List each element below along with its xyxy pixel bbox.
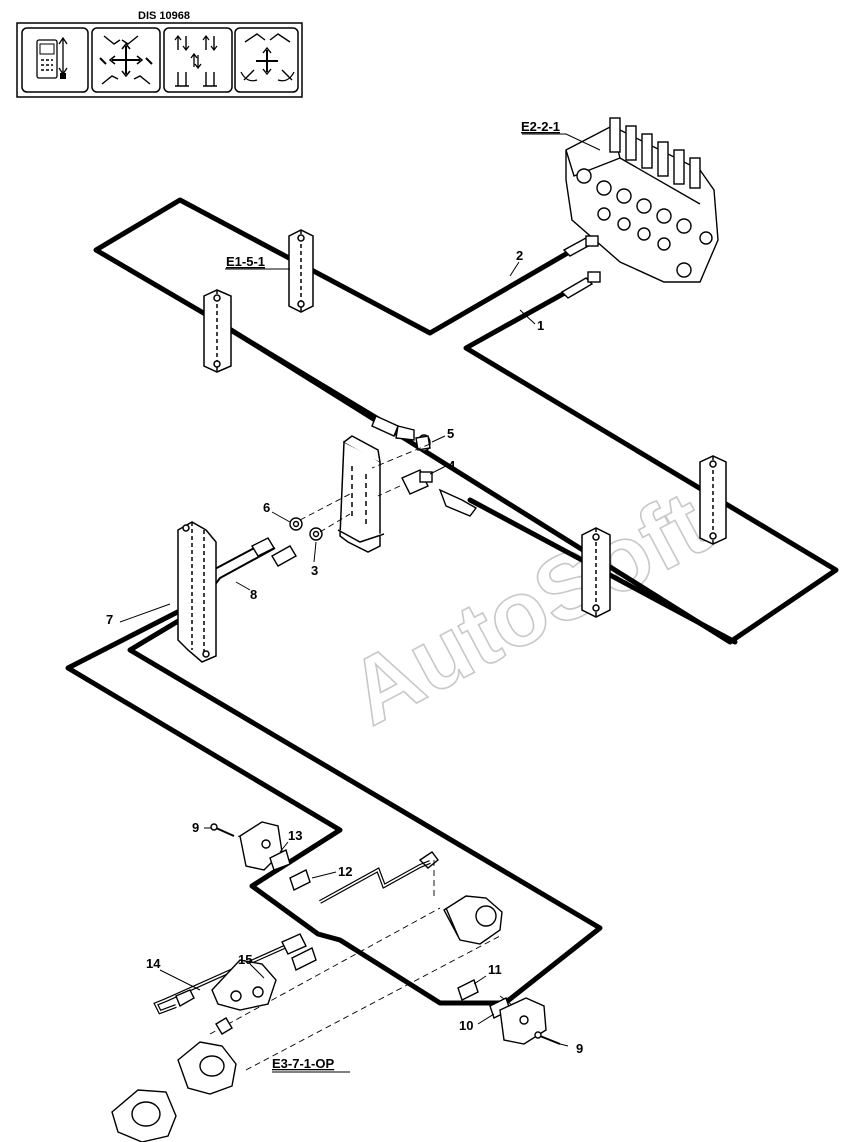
callout-9-left: 9 — [192, 820, 199, 835]
control-valve — [560, 117, 719, 299]
callout-5: 5 — [447, 426, 454, 441]
callout-11: 11 — [488, 962, 502, 977]
middle-fittings — [251, 415, 478, 567]
callout-15: 15 — [238, 952, 252, 967]
hose-rear — [211, 317, 383, 423]
valve-fittings — [560, 235, 601, 299]
leader-lines — [119, 133, 601, 1073]
callout-9-right: 9 — [576, 1041, 583, 1056]
bracket-left — [239, 821, 291, 871]
callout-8: 8 — [250, 587, 257, 602]
clamp-block-main — [177, 521, 217, 663]
fitting-5 — [415, 434, 431, 452]
fitting-4 — [401, 469, 433, 495]
cylinder-base — [111, 1041, 237, 1142]
callout-12: 12 — [338, 864, 352, 879]
pipe-14 — [153, 938, 301, 1015]
remote-control-icon — [21, 27, 89, 93]
clip-12 — [289, 869, 311, 891]
callout-14: 14 — [146, 956, 161, 971]
callout-4: 4 — [448, 458, 456, 473]
ref-e3[interactable]: E3-7-1-OP — [272, 1056, 334, 1071]
valve-block-15 — [211, 959, 277, 1011]
mounting-bracket — [337, 435, 385, 553]
callout-1: 1 — [537, 318, 544, 333]
callout-6: 6 — [263, 500, 270, 515]
dis-code-label: DIS 10968 — [138, 10, 190, 22]
clamp-block-lower — [581, 527, 611, 618]
bolt-9-left — [210, 823, 235, 837]
nut-6 — [289, 517, 303, 531]
hose-1 — [209, 277, 839, 645]
clamp-blocks — [177, 229, 727, 663]
ref-e1[interactable]: E1-5-1 — [226, 254, 265, 269]
hose-7 — [65, 595, 603, 1006]
hydraulic-cylinder — [443, 895, 503, 945]
valve-spool-tops — [609, 117, 701, 189]
hose-2 — [93, 197, 593, 336]
bolt-9-right — [534, 1031, 561, 1045]
icon-strip — [16, 22, 303, 98]
clamp-block-left — [203, 289, 232, 373]
ref-e2[interactable]: E2-2-1 — [521, 119, 560, 134]
bracket-right — [499, 997, 547, 1045]
joystick-levers-icon — [163, 27, 233, 93]
callout-10: 10 — [459, 1018, 473, 1033]
excavator-arm-movements-icon — [234, 27, 299, 93]
clamp-block-upper — [288, 229, 314, 313]
clip-11 — [457, 979, 479, 1001]
nut-3 — [309, 527, 323, 541]
lower-assembly — [111, 821, 561, 1142]
callout-3: 3 — [311, 563, 318, 578]
clamp-block-right — [699, 455, 727, 545]
excavator-boom-movements-icon — [91, 27, 161, 93]
pipe-12 — [319, 851, 439, 904]
callout-13: 13 — [288, 828, 302, 843]
callout-7: 7 — [106, 612, 113, 627]
callout-2: 2 — [516, 248, 523, 263]
